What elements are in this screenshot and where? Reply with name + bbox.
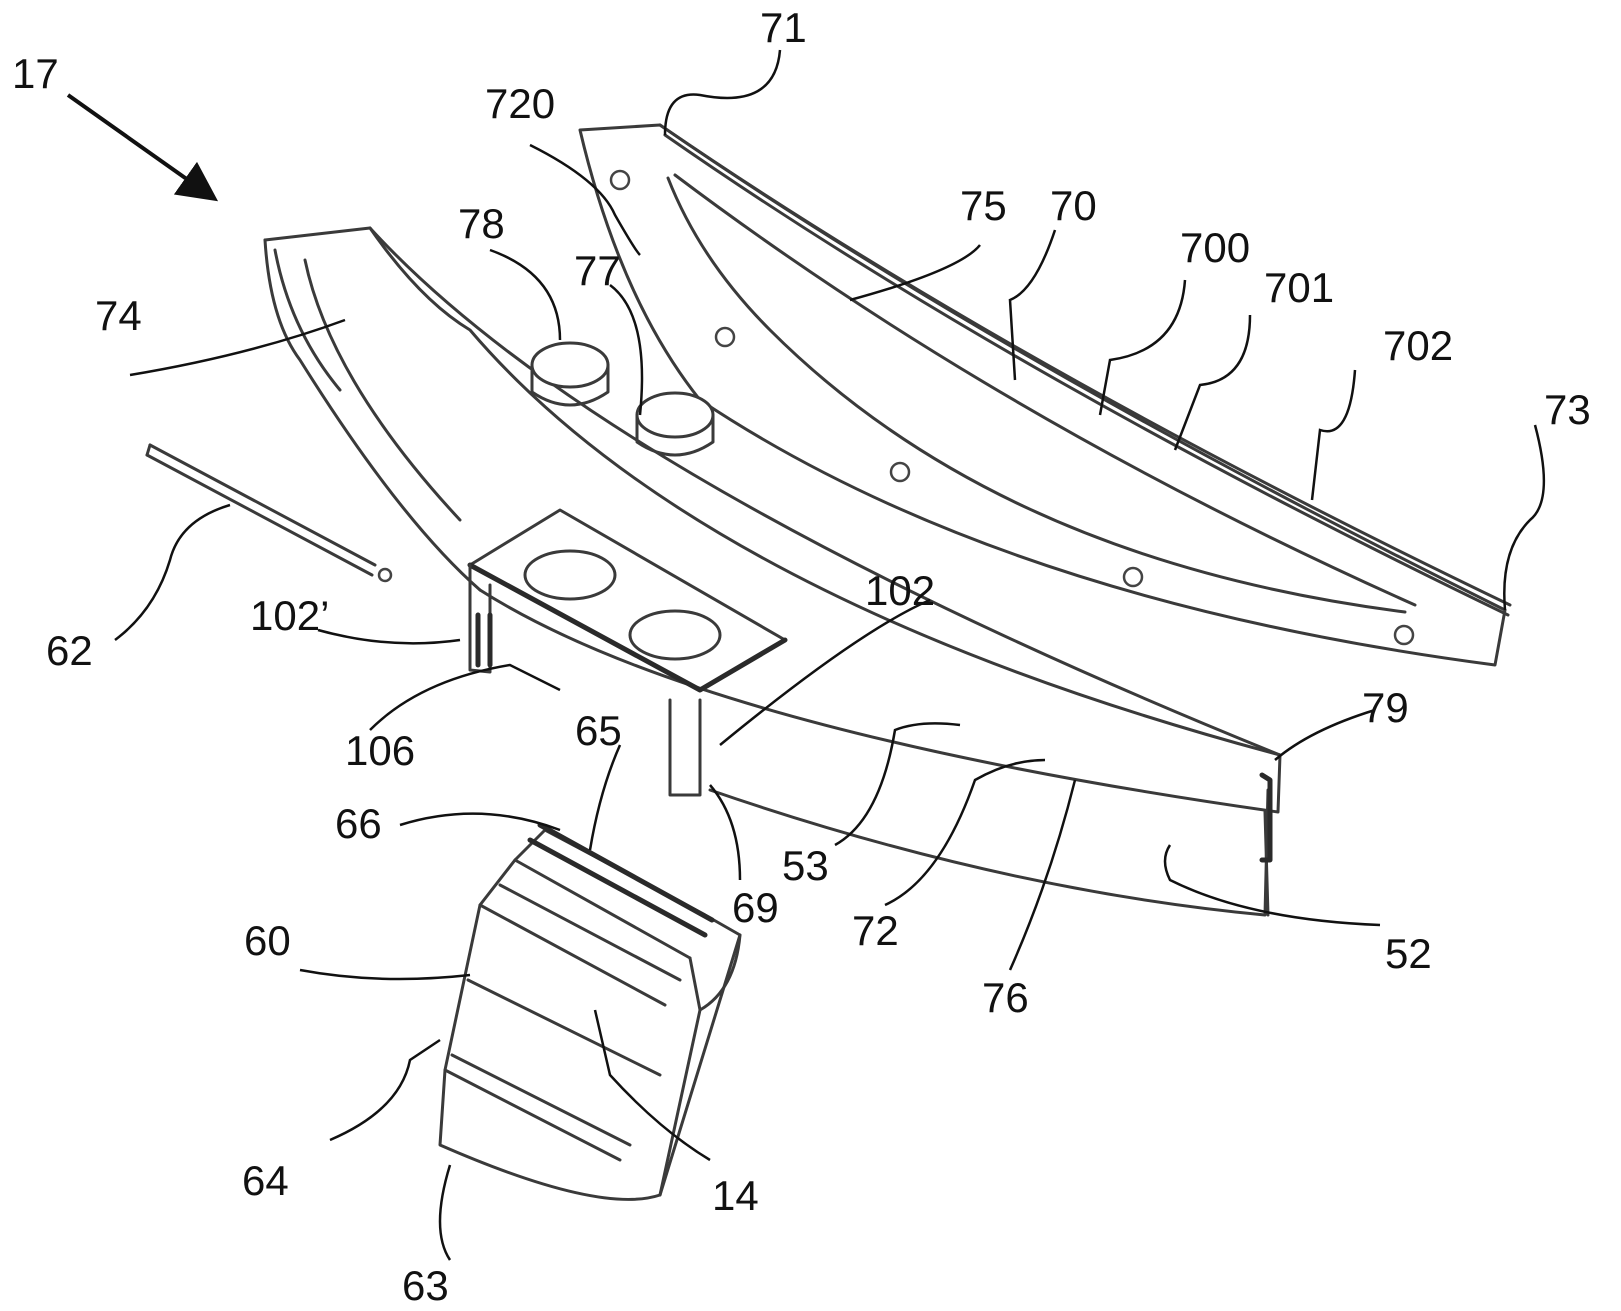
label-52: 52 [1385,930,1432,977]
label-77: 77 [574,247,621,294]
bracket [470,510,785,795]
label-79: 79 [1362,684,1409,731]
label-102-prime: 102’ [250,592,329,639]
label-74: 74 [95,292,142,339]
label-60: 60 [244,917,291,964]
label-702: 702 [1383,322,1453,369]
label-69: 69 [732,884,779,931]
label-701: 701 [1264,264,1334,311]
label-75: 75 [960,182,1007,229]
label-102: 102 [865,567,935,614]
label-66: 66 [335,800,382,847]
label-64: 64 [242,1157,289,1204]
label-720: 720 [485,80,555,127]
label-17: 17 [12,50,59,97]
label-53: 53 [782,842,829,889]
label-73: 73 [1544,386,1591,433]
top-plate [580,125,1510,665]
label-71: 71 [760,4,807,51]
rod [147,445,391,581]
label-106: 106 [345,727,415,774]
label-62: 62 [46,627,93,674]
assembly-arrow [68,95,205,192]
bosses [532,343,713,455]
label-78: 78 [458,200,505,247]
label-63: 63 [402,1262,449,1309]
label-70: 70 [1050,182,1097,229]
label-72: 72 [852,907,899,954]
label-700: 700 [1180,224,1250,271]
label-65: 65 [575,707,622,754]
lower-block [440,825,740,1199]
label-76: 76 [982,974,1029,1021]
label-14: 14 [712,1172,759,1219]
